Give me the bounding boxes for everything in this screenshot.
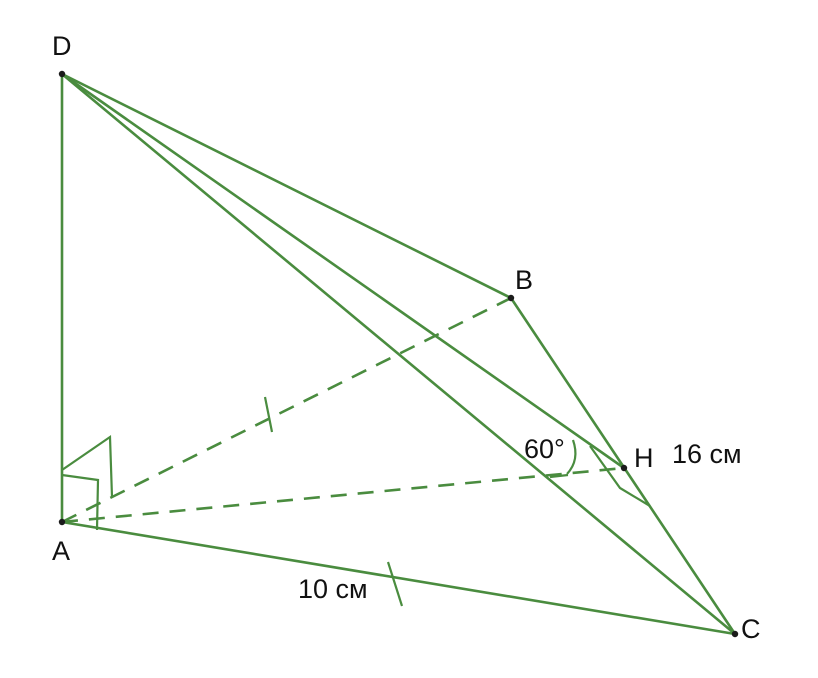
- right-angle-mark-dac: [61, 473, 100, 531]
- edge-ac: [60, 520, 737, 636]
- label-c: C: [741, 614, 761, 644]
- angle-arc-60: [566, 439, 577, 475]
- label-angle-60: 60°: [524, 434, 565, 464]
- label-a: A: [52, 536, 70, 566]
- right-angle-mark-dab: [61, 434, 114, 498]
- angle-arc-tick: [549, 473, 569, 479]
- segment-ah-dashed: [61, 466, 625, 524]
- label-bc-length: 16 см: [672, 439, 742, 469]
- label-b: B: [515, 265, 533, 295]
- edge-db: [60, 72, 513, 300]
- tick-mark-ab: [263, 396, 274, 433]
- label-h: H: [634, 443, 654, 473]
- edge-dc: [60, 72, 737, 636]
- point-d: [58, 70, 66, 78]
- point-c: [731, 630, 739, 638]
- tick-mark-ac: [386, 561, 404, 607]
- segment-dh: [60, 72, 626, 470]
- point-h: [620, 464, 628, 472]
- right-angle-mark-h: [589, 445, 651, 507]
- label-d: D: [52, 31, 72, 61]
- edge-ab-dashed: [61, 296, 512, 524]
- point-b: [507, 294, 515, 302]
- point-a: [58, 518, 66, 526]
- label-ac-length: 10 см: [298, 574, 368, 604]
